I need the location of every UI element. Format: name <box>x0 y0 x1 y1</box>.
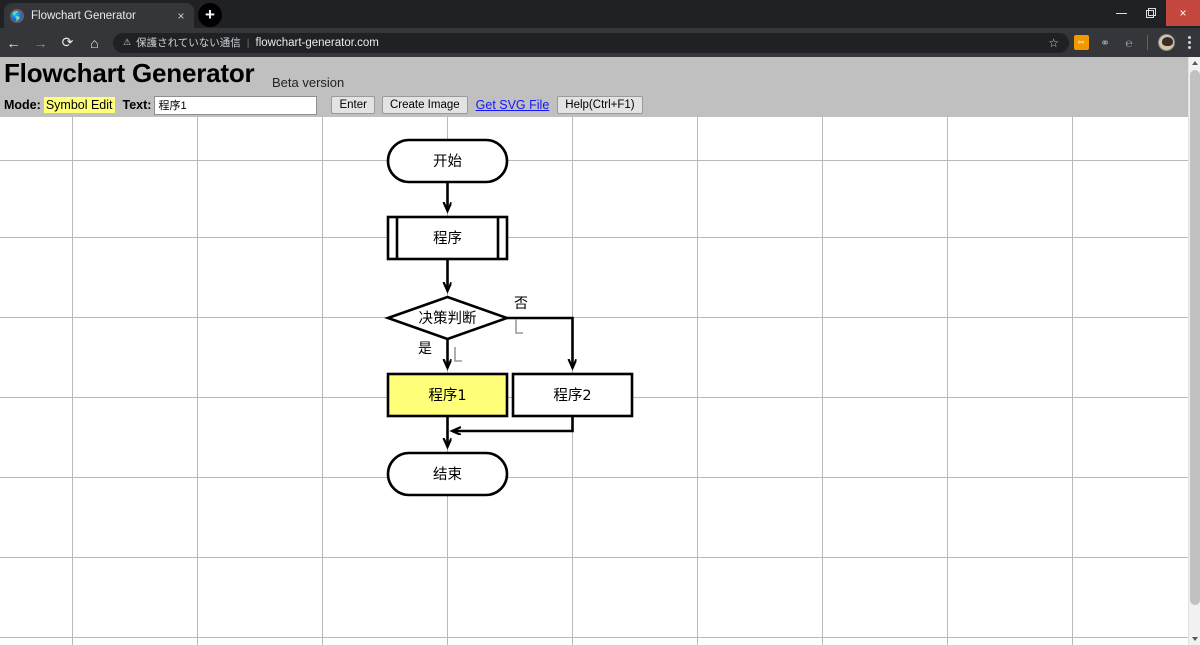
page-title: Flowchart Generator <box>4 58 255 88</box>
start-node[interactable] <box>386 138 509 184</box>
process1-node[interactable] <box>386 372 509 418</box>
connector-layer <box>448 182 573 447</box>
back-icon[interactable]: ← <box>6 34 21 51</box>
process-node-label: 程序 <box>433 230 462 247</box>
bookmark-star-icon[interactable]: ☆ <box>1048 35 1059 50</box>
decision-node-label: 决策判断 <box>419 310 477 327</box>
node-layer: 开始 程序 决策判断 程序1 程序2 结束 <box>384 138 634 497</box>
enter-button[interactable]: Enter <box>331 96 375 114</box>
restore-icon <box>1145 8 1157 18</box>
grid-line-horizontal <box>0 237 1188 238</box>
navigation-bar: ← → ⟳ ⌂ ⚠ 保護されていない通信 | flowchart-generat… <box>0 28 1200 57</box>
home-icon[interactable]: ⌂ <box>90 34 99 51</box>
edge-label-layer: 是 否 <box>418 296 528 362</box>
edge-label-no-handle[interactable] <box>515 319 523 334</box>
process1-node-label: 程序1 <box>428 387 466 404</box>
help-button[interactable]: Help(Ctrl+F1) <box>557 96 643 114</box>
tab-strip: 🌎 Flowchart Generator × + × <box>0 0 1200 28</box>
omnibox-actions: ☆ <box>1040 36 1059 50</box>
toolbar-divider <box>1147 35 1148 50</box>
create-image-button[interactable]: Create Image <box>381 96 468 114</box>
flowchart-svg: 开始 程序 决策判断 程序1 程序2 结束 是 否 <box>384 138 634 497</box>
window-close-button[interactable]: × <box>1166 0 1200 26</box>
edge-label-yes[interactable]: 是 <box>418 341 432 357</box>
grid-line-vertical <box>822 117 823 645</box>
edge-process2-merge <box>452 416 574 431</box>
edge-label-no[interactable]: 否 <box>514 296 528 312</box>
cutlery-extension-icon[interactable]: ⑅ <box>1069 28 1093 57</box>
minimize-icon <box>1115 12 1127 14</box>
text-input[interactable] <box>154 95 318 115</box>
grid-line-vertical <box>197 117 198 645</box>
end-node[interactable] <box>386 451 509 497</box>
omnibox-url: flowchart-generator.com <box>255 36 379 49</box>
vertical-scrollbar[interactable] <box>1188 57 1200 645</box>
grid-line-horizontal <box>0 317 1188 318</box>
process-node[interactable] <box>386 215 509 261</box>
mode-value[interactable]: Symbol Edit <box>43 97 115 113</box>
globe-icon: 🌎 <box>10 8 24 23</box>
grid-line-horizontal <box>0 160 1188 161</box>
text-label: Text: <box>122 98 152 112</box>
molecule-extension-icon[interactable]: ⚭ <box>1099 35 1111 50</box>
flowchart-canvas[interactable]: 开始 程序 决策判断 程序1 程序2 结束 是 否 <box>0 117 1188 645</box>
grid-line-vertical <box>72 117 73 645</box>
grid-line-vertical <box>322 117 323 645</box>
grid-line-horizontal <box>0 557 1188 558</box>
scroll-down-icon[interactable] <box>1189 633 1200 645</box>
start-node-label: 开始 <box>433 153 462 170</box>
minimize-button[interactable] <box>1106 0 1136 26</box>
not-secure-icon: ⚠ <box>123 37 132 47</box>
mode-label: Mode: <box>4 98 41 112</box>
window-controls: × <box>1106 0 1200 26</box>
grid-line-vertical <box>1072 117 1073 645</box>
grid-line-horizontal <box>0 477 1188 478</box>
get-svg-file-link[interactable]: Get SVG File <box>475 98 550 112</box>
decision-node[interactable] <box>384 295 511 341</box>
grid-line-vertical <box>697 117 698 645</box>
grid-line-vertical <box>947 117 948 645</box>
beta-version-label: Beta version <box>272 75 345 90</box>
edge-decision-no <box>507 316 573 368</box>
omnibox-separator: | <box>246 36 250 49</box>
process2-node-label: 程序2 <box>553 387 591 404</box>
end-node-label: 结束 <box>433 466 462 483</box>
maximize-button[interactable] <box>1136 0 1166 26</box>
new-tab-button[interactable]: + <box>198 3 222 27</box>
app-toolbar: Mode: Symbol Edit Text: Enter Create Ima… <box>4 95 650 115</box>
not-secure-text: 保護されていない通信 <box>136 37 241 49</box>
tab-flowchart-generator[interactable]: 🌎 Flowchart Generator × <box>4 3 194 28</box>
scrollbar-thumb[interactable] <box>1190 70 1200 605</box>
edge-label-yes-handle[interactable] <box>454 347 462 362</box>
avatar[interactable] <box>1154 28 1178 57</box>
close-icon[interactable]: × <box>177 8 185 23</box>
e-extension-icon[interactable]: ℮ <box>1125 35 1133 50</box>
grid-line-horizontal <box>0 637 1188 638</box>
scroll-up-icon[interactable] <box>1189 57 1200 69</box>
tab-title: Flowchart Generator <box>31 9 136 22</box>
process2-node[interactable] <box>511 372 634 418</box>
address-bar[interactable]: ⚠ 保護されていない通信 | flowchart-generator.com ☆ <box>113 32 1069 53</box>
reload-icon[interactable]: ⟳ <box>61 34 74 50</box>
kebab-menu-icon[interactable] <box>1178 28 1200 57</box>
forward-icon[interactable]: → <box>33 34 48 51</box>
